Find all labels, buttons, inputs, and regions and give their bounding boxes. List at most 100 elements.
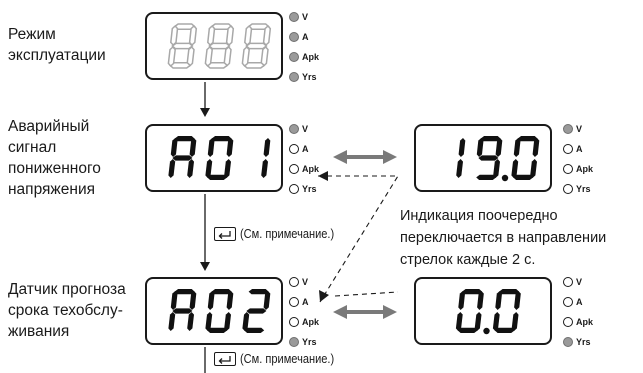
segment-c bbox=[474, 312, 482, 331]
segment-a bbox=[248, 289, 269, 295]
indicator-led-icon bbox=[289, 72, 299, 82]
segment-e bbox=[242, 312, 250, 331]
alternation-note-line: стрелок каждые 2 с. bbox=[400, 252, 536, 268]
indicator-apk: Apk bbox=[563, 317, 593, 327]
segment-b bbox=[189, 291, 197, 310]
indicator-a: A bbox=[289, 297, 309, 307]
decimal-point bbox=[501, 174, 509, 182]
indicator-v: V bbox=[563, 124, 582, 134]
indicator-led-icon bbox=[289, 144, 299, 154]
segment-e bbox=[241, 45, 250, 68]
enter-key-icon bbox=[214, 352, 236, 366]
segment-c bbox=[187, 159, 194, 178]
seven-segment-readout bbox=[455, 289, 521, 335]
segment-a bbox=[499, 289, 520, 295]
alternation-note-line: Индикация поочередно bbox=[400, 208, 558, 224]
dashed-cross-arrow-icon bbox=[318, 175, 399, 303]
maintenance-sensor-label: Датчик прогноза срока техобслу- живания bbox=[8, 279, 126, 342]
segment-g bbox=[172, 308, 193, 314]
segment-a bbox=[174, 136, 195, 142]
indicator-label: Apk bbox=[302, 164, 320, 174]
indicator-led-icon bbox=[289, 124, 299, 134]
indicator-apk: Apk bbox=[563, 164, 593, 174]
segment-a bbox=[174, 289, 195, 295]
see-note-2: (См. примечание.) bbox=[214, 351, 351, 367]
operation-mode-label-line: эксплуатации bbox=[8, 47, 106, 64]
segment-f bbox=[495, 291, 502, 310]
indicator-yrs: Yrs bbox=[289, 72, 317, 82]
undervoltage-alarm-label-line: пониженного bbox=[8, 160, 101, 177]
maintenance-sensor-label-line: живания bbox=[8, 323, 70, 340]
indicator-a: A bbox=[289, 144, 309, 154]
segment-d bbox=[244, 327, 265, 333]
seven-segment-readout bbox=[456, 136, 540, 182]
indicator-led-icon bbox=[563, 124, 573, 134]
indicator-led-icon bbox=[289, 184, 299, 194]
indicator-led-icon bbox=[563, 317, 573, 327]
maintenance-sensor-label-line: срока техобслу- bbox=[8, 302, 123, 319]
segment-c bbox=[187, 312, 194, 331]
indicator-label: V bbox=[302, 277, 309, 287]
segment-c bbox=[224, 159, 231, 178]
indicator-label: Yrs bbox=[302, 337, 317, 347]
segment-g bbox=[171, 42, 194, 50]
indicator-led-icon bbox=[563, 164, 573, 174]
indicator-label: A bbox=[576, 297, 583, 307]
indicator-label: Yrs bbox=[576, 337, 591, 347]
indicator-label: Apk bbox=[576, 317, 594, 327]
operation-mode-label: Режим эксплуатации bbox=[8, 24, 106, 66]
segment-d bbox=[207, 174, 228, 180]
segment-c bbox=[493, 159, 500, 178]
segment-b bbox=[226, 138, 234, 157]
segment-f bbox=[513, 138, 521, 157]
indicator-apk: Apk bbox=[289, 164, 319, 174]
segment-c bbox=[224, 312, 231, 331]
indicator-led-icon bbox=[563, 297, 573, 307]
indicator-led-icon bbox=[289, 297, 299, 307]
seven-segment-readout bbox=[168, 289, 271, 333]
indicator-a: A bbox=[289, 32, 309, 42]
indicator-label: Apk bbox=[302, 317, 320, 327]
indicator-a: A bbox=[563, 144, 583, 154]
indicator-label: V bbox=[302, 124, 309, 134]
segment-f bbox=[458, 291, 465, 310]
segment-d bbox=[513, 174, 534, 180]
indicator-label: Yrs bbox=[302, 184, 317, 194]
indicator-v: V bbox=[289, 124, 308, 134]
double-arrow-icon bbox=[333, 150, 397, 164]
indicator-led-icon bbox=[289, 337, 299, 347]
segment-b bbox=[532, 138, 540, 157]
see-note-text: (См. примечание.) bbox=[240, 226, 335, 241]
undervoltage-alarm-label-line: сигнал bbox=[8, 139, 57, 156]
dashed-arrowhead-icon bbox=[319, 290, 329, 302]
segment-b bbox=[477, 291, 484, 310]
indicator-led-icon bbox=[563, 144, 573, 154]
enter-key-icon bbox=[214, 227, 236, 241]
segment-b bbox=[514, 291, 521, 310]
segment-a bbox=[462, 289, 483, 295]
indicator-label: A bbox=[302, 144, 309, 154]
indicator-label: A bbox=[302, 32, 309, 42]
segment-e bbox=[511, 159, 519, 178]
segment-f bbox=[170, 138, 178, 157]
indicator-led-icon bbox=[563, 337, 573, 347]
display-operation-mode bbox=[145, 12, 283, 80]
indicator-a: A bbox=[563, 297, 583, 307]
indicator-label: A bbox=[302, 297, 309, 307]
indicator-v: V bbox=[289, 277, 308, 287]
segment-a bbox=[480, 136, 501, 142]
segment-c bbox=[456, 159, 463, 178]
segment-d bbox=[207, 327, 228, 333]
indicator-apk: Apk bbox=[289, 52, 319, 62]
alternation-note: Индикация поочередно переключается в нап… bbox=[400, 205, 606, 271]
indicator-led-icon bbox=[289, 32, 299, 42]
indicator-label: V bbox=[302, 12, 309, 22]
segment-f bbox=[207, 138, 215, 157]
undervoltage-alarm-label-line: Аварийный bbox=[8, 118, 90, 135]
undervoltage-alarm-label-line: напряжения bbox=[8, 181, 96, 198]
segment-c bbox=[261, 159, 268, 178]
indicator-v: V bbox=[289, 12, 308, 22]
indicator-led-icon bbox=[289, 52, 299, 62]
undervoltage-alarm-label: Аварийный сигнал пониженного напряжения bbox=[8, 116, 101, 200]
